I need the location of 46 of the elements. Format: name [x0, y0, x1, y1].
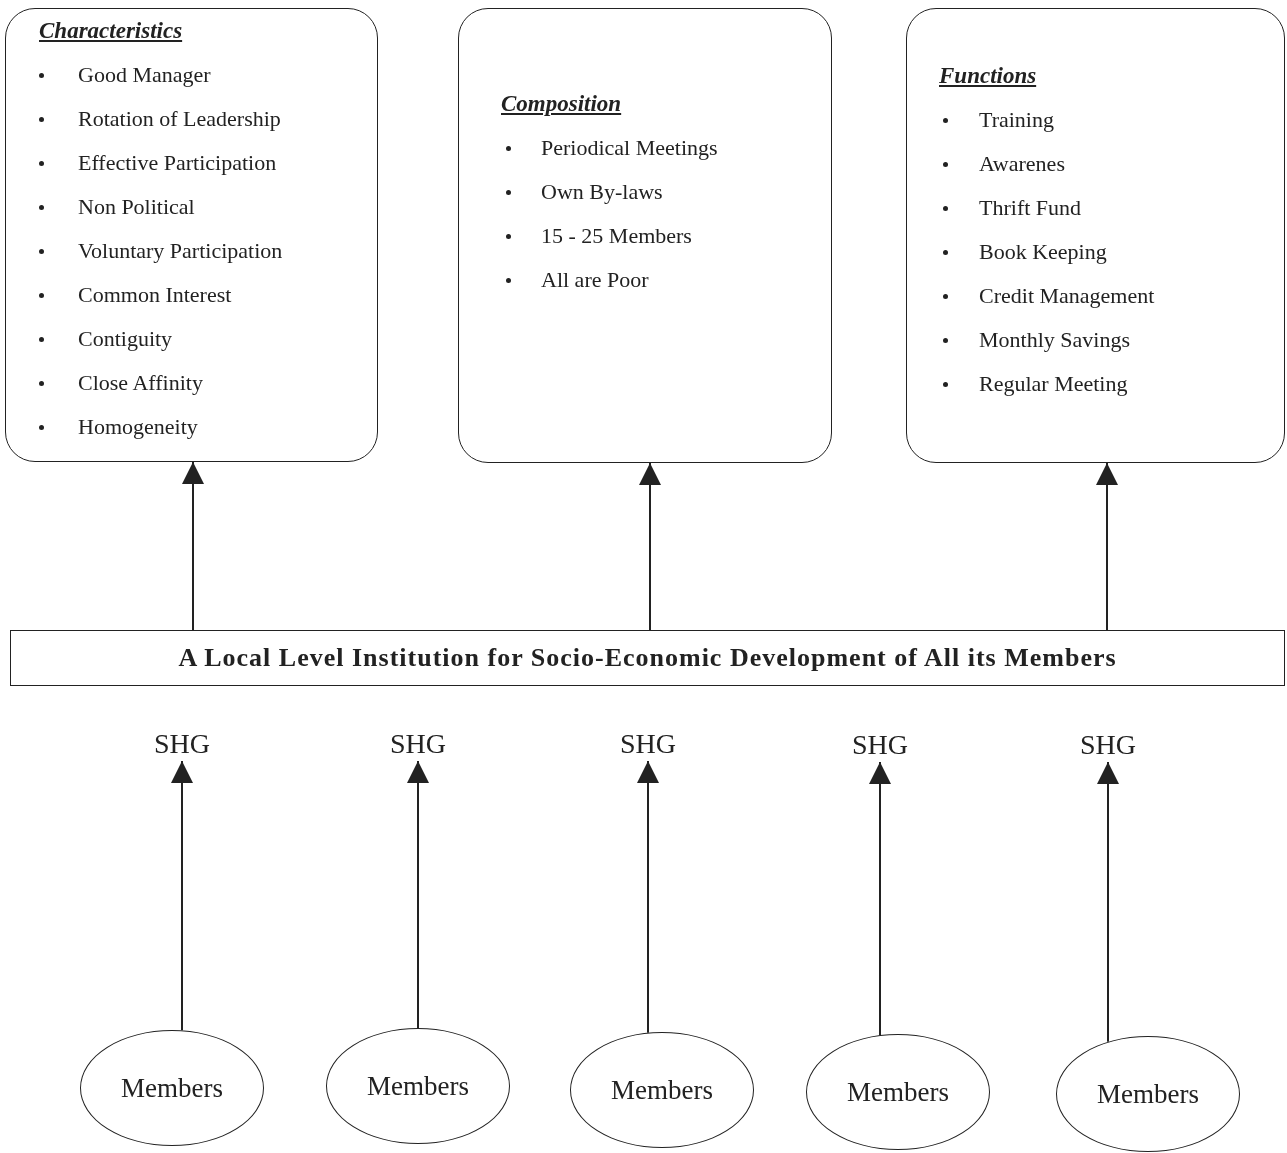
list-item: Common Interest — [78, 281, 232, 309]
section-heading: Characteristics — [39, 17, 183, 45]
list-item: Monthly Savings — [979, 326, 1130, 354]
list-item: Close Affinity — [78, 369, 203, 397]
node-label: Members — [367, 1070, 469, 1102]
band-label: A Local Level Institution for Socio-Economic Development of All its Members — [178, 643, 1117, 673]
node-label: Members — [611, 1074, 713, 1106]
list-item: Periodical Meetings — [541, 134, 718, 162]
arrow — [639, 462, 661, 631]
list-item: Contiguity — [78, 325, 173, 353]
list-item: Thrift Fund — [979, 194, 1082, 222]
list-item: Awarenes — [979, 150, 1065, 178]
arrow — [407, 760, 429, 1029]
text-box — [458, 8, 832, 463]
node-label: Members — [1097, 1078, 1199, 1110]
arrow — [171, 760, 193, 1032]
node-label: SHG — [1063, 728, 1153, 762]
node-label: SHG — [835, 728, 925, 762]
list-item: Training — [979, 106, 1054, 134]
list-item: All are Poor — [541, 266, 649, 294]
section-heading: Composition — [501, 90, 622, 118]
node-label: Members — [121, 1072, 223, 1104]
arrow — [637, 760, 659, 1034]
arrow — [1097, 761, 1119, 1043]
list-item: Voluntary Participation — [78, 237, 283, 265]
title-band — [10, 630, 1285, 686]
node-label: SHG — [137, 727, 227, 761]
list-item: Own By-laws — [541, 178, 663, 206]
list-item: Good Manager — [78, 61, 211, 89]
arrow — [869, 761, 891, 1037]
list-item: Rotation of Leadership — [78, 105, 281, 133]
node-label: SHG — [603, 727, 693, 761]
list-item: Book Keeping — [979, 238, 1107, 266]
list-item: 15 - 25 Members — [541, 222, 692, 250]
text-box — [5, 8, 378, 462]
list-item: Credit Management — [979, 282, 1155, 310]
arrow — [1096, 462, 1118, 631]
node-label: SHG — [373, 727, 463, 761]
list-item: Homogeneity — [78, 413, 198, 441]
list-item: Non Political — [78, 193, 195, 221]
text-box — [906, 8, 1285, 463]
list-item: Effective Participation — [78, 149, 277, 177]
list-item: Regular Meeting — [979, 370, 1128, 398]
arrow — [182, 461, 204, 631]
section-heading: Functions — [939, 62, 1037, 90]
node-label: Members — [847, 1076, 949, 1108]
